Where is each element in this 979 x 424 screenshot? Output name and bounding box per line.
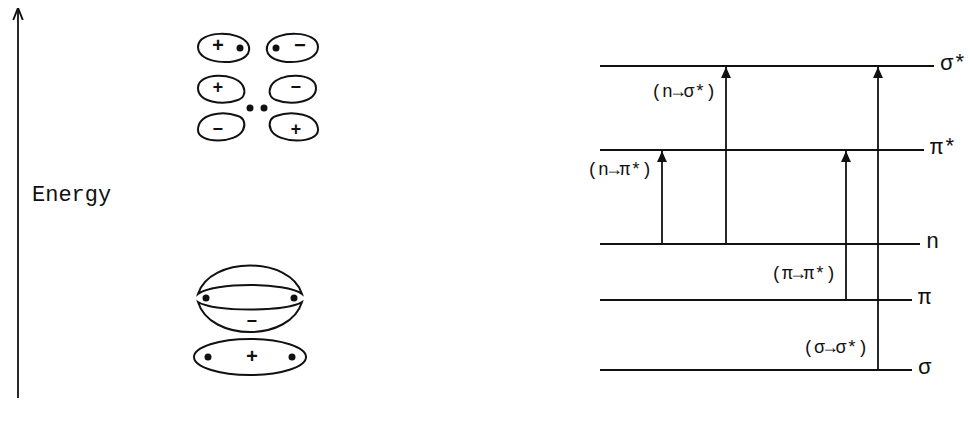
orbital-lobe bbox=[198, 76, 244, 103]
phase-sign: + bbox=[246, 346, 258, 369]
phase-sign: − bbox=[291, 78, 302, 99]
orbital-lobes bbox=[194, 34, 318, 375]
energy-level: σ* bbox=[600, 65, 934, 67]
nucleus-dot bbox=[247, 105, 254, 112]
axis-label: Energy bbox=[32, 183, 111, 208]
nucleus-dot bbox=[203, 295, 210, 302]
nucleus-dot bbox=[205, 354, 212, 361]
orbital-label: π* bbox=[930, 135, 956, 163]
orbital-lobe bbox=[194, 339, 306, 375]
nucleus-dots bbox=[203, 45, 298, 361]
phase-sign: + bbox=[212, 35, 224, 58]
orbital-lobe bbox=[267, 34, 318, 62]
orbital-lobe bbox=[198, 113, 244, 140]
nucleus-dot bbox=[289, 354, 296, 361]
phase-sign: − bbox=[247, 312, 258, 333]
energy-level: π* bbox=[600, 149, 924, 151]
transition-label: (n→σ*) bbox=[649, 82, 718, 103]
transition-arrow bbox=[725, 67, 727, 243]
phase-sign: − bbox=[294, 35, 306, 58]
orbital-lobe bbox=[198, 266, 302, 295]
transition-arrow bbox=[845, 151, 847, 299]
orbital-lobe bbox=[198, 34, 249, 62]
orbital-lobe bbox=[270, 76, 316, 103]
nucleus-dot bbox=[291, 295, 298, 302]
nucleus-dot bbox=[237, 45, 244, 52]
phase-sign: − bbox=[213, 120, 224, 141]
transition-arrow bbox=[661, 151, 663, 243]
phase-sign: + bbox=[291, 120, 302, 141]
energy-level: σ bbox=[600, 369, 912, 371]
orbital-lobe bbox=[198, 302, 302, 332]
orbital-label: σ bbox=[918, 355, 931, 383]
transition-label: (π→π*) bbox=[769, 264, 838, 285]
orbital-label: n bbox=[926, 229, 939, 257]
orbital-label: σ* bbox=[940, 51, 966, 79]
transition-arrow bbox=[877, 67, 879, 369]
nucleus-dot bbox=[273, 45, 280, 52]
nucleus-dot bbox=[261, 105, 268, 112]
transition-label: (n→π*) bbox=[585, 160, 654, 181]
energy-level: n bbox=[600, 243, 920, 245]
energy-axis bbox=[17, 8, 19, 398]
orbital-label: π bbox=[918, 285, 931, 313]
transition-label: (σ→σ*) bbox=[801, 338, 870, 359]
energy-level: π bbox=[600, 299, 912, 301]
phase-sign: + bbox=[213, 78, 224, 99]
orbital-lobe bbox=[270, 113, 318, 140]
